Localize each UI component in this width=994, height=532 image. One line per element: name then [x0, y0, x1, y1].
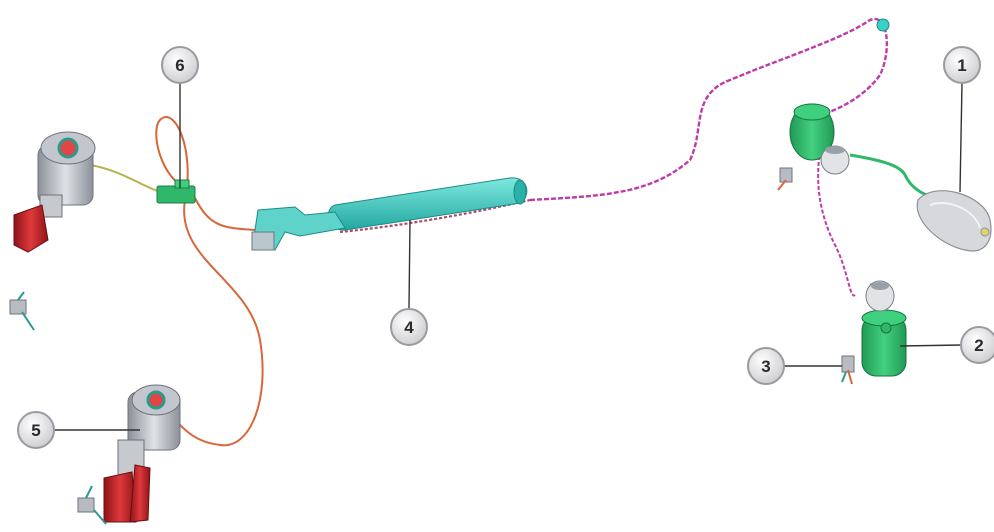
- compressor-end-cap: [252, 232, 274, 250]
- callout-5: 5: [18, 412, 54, 448]
- reservoir: [917, 191, 991, 251]
- inline-filter: [877, 19, 889, 31]
- compressor-body: [328, 178, 526, 230]
- callout-3-label: 3: [761, 357, 770, 376]
- valve-block-body: [157, 186, 195, 203]
- callout-5-label: 5: [31, 421, 40, 440]
- valve-block: [157, 180, 195, 203]
- leader-line-1: [960, 83, 962, 192]
- compressor-assembly: [252, 178, 527, 250]
- valve-block-top: [175, 180, 189, 188]
- callout-6: 6: [162, 47, 198, 83]
- front-left-strut-knuckle: [14, 205, 48, 252]
- orange-air-line-left: [195, 198, 255, 230]
- leader-line-2: [900, 345, 962, 346]
- green-hose-reservoir: [850, 155, 935, 198]
- callout-3: 3: [748, 348, 784, 384]
- front-left-strut-centre: [59, 139, 77, 157]
- callout-2: 2: [961, 327, 994, 363]
- callout-2-label: 2: [974, 336, 983, 355]
- olive-line-front-left: [90, 165, 160, 192]
- front-right-air-strut: [104, 385, 180, 522]
- callout-4: 4: [391, 309, 427, 345]
- callout-6-label: 6: [175, 56, 184, 75]
- front-left-height-sensor: [10, 292, 34, 330]
- front-left-air-strut: [14, 132, 95, 252]
- callout-1: 1: [944, 47, 980, 83]
- front-right-strut-centre: [148, 392, 164, 408]
- callout-4-label: 4: [404, 318, 414, 337]
- rear-air-spring: [862, 281, 906, 376]
- front-right-height-sensor: [78, 486, 106, 524]
- callout-1-label: 1: [957, 56, 966, 75]
- rear-height-sensor: [842, 356, 854, 384]
- compressor-end-ring: [514, 180, 526, 204]
- rear-upper-height-sensor: [778, 168, 792, 190]
- leader-line-4: [409, 220, 410, 308]
- pipework: [90, 19, 935, 445]
